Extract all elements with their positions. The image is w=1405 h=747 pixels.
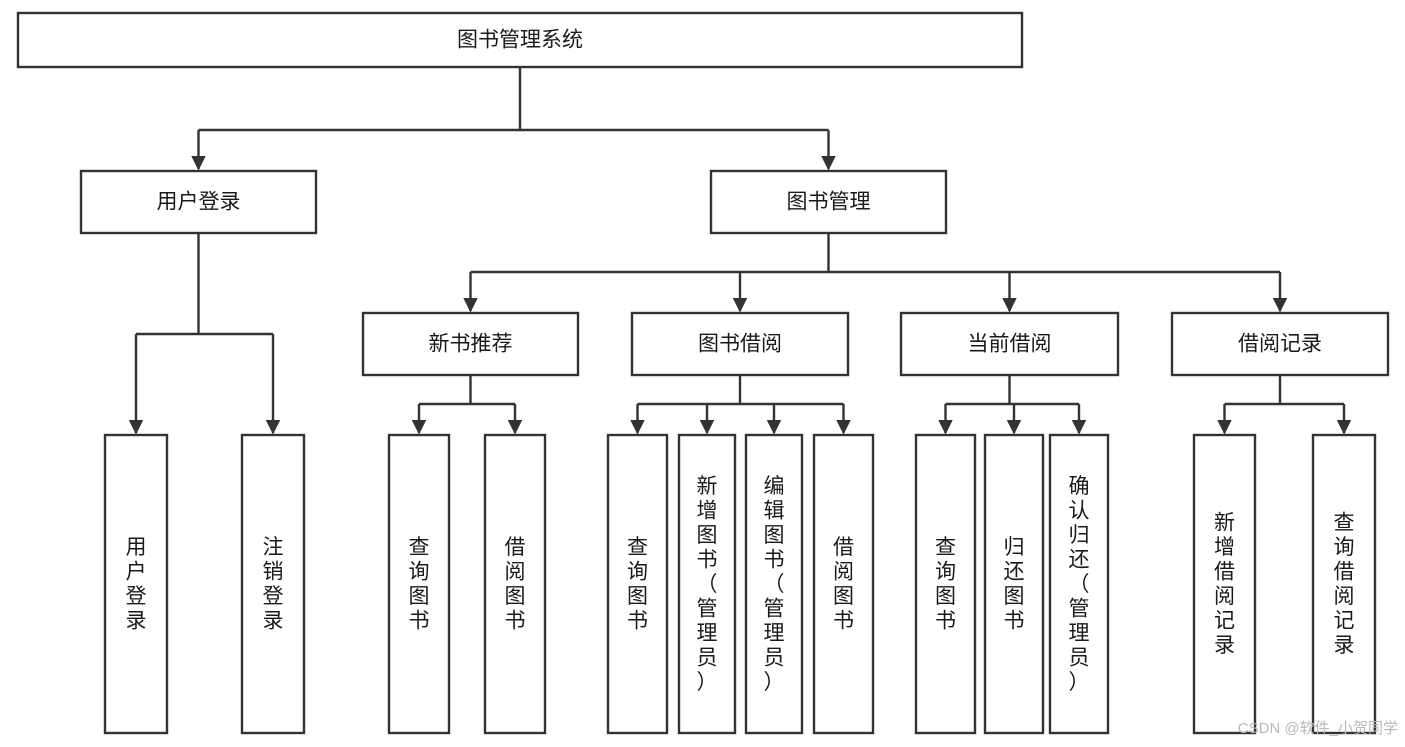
node-user-login[interactable]: 用户登录 <box>79 169 318 235</box>
node-box-user-login <box>79 169 318 235</box>
node-box-leaf-logout <box>240 433 306 735</box>
node-leaf-query-book-current[interactable]: 查询图书 <box>914 433 977 735</box>
node-leaf-return-book[interactable]: 归还图书 <box>983 433 1045 735</box>
node-box-root <box>16 11 1024 69</box>
node-box-new-book-recommend <box>361 311 580 377</box>
node-leaf-query-book-borrow[interactable]: 查询图书 <box>606 433 669 735</box>
node-label-current-borrow: 当前借阅 <box>968 333 1052 356</box>
node-label-leaf-borrow-book-recommend: 借阅图书 <box>505 536 526 633</box>
node-box-leaf-query-borrow-record <box>1311 433 1377 735</box>
node-label-leaf-return-book: 归还图书 <box>1004 536 1025 633</box>
node-leaf-query-borrow-record[interactable]: 查询借阅记录 <box>1311 433 1377 735</box>
node-leaf-borrow-book[interactable]: 借阅图书 <box>812 433 875 735</box>
node-box-leaf-query-book-borrow <box>606 433 669 735</box>
connectors-layer <box>128 67 1352 435</box>
node-box-book-borrow <box>630 311 850 377</box>
node-label-leaf-edit-book-admin: 编辑图书（管理员） <box>764 475 785 694</box>
node-leaf-edit-book-admin[interactable]: 编辑图书（管理员） <box>744 433 804 735</box>
node-box-leaf-query-book-current <box>914 433 977 735</box>
node-label-leaf-query-borrow-record: 查询借阅记录 <box>1334 512 1355 658</box>
node-leaf-add-borrow-record[interactable]: 新增借阅记录 <box>1192 433 1257 735</box>
node-leaf-borrow-book-recommend[interactable]: 借阅图书 <box>483 433 547 735</box>
node-box-leaf-query-book-recommend <box>387 433 451 735</box>
node-label-leaf-logout: 注销登录 <box>263 536 284 633</box>
node-label-leaf-borrow-book: 借阅图书 <box>833 536 854 633</box>
node-label-root: 图书管理系统 <box>457 29 583 52</box>
node-label-leaf-query-book-current: 查询图书 <box>935 536 956 633</box>
node-label-book-borrow: 图书借阅 <box>698 333 782 356</box>
node-label-leaf-add-book-admin: 新增图书（管理员） <box>697 475 718 694</box>
node-label-leaf-confirm-return-admin: 确认归还（管理员） <box>1069 475 1090 694</box>
node-box-leaf-edit-book-admin <box>744 433 804 735</box>
node-leaf-logout[interactable]: 注销登录 <box>240 433 306 735</box>
node-label-book-management: 图书管理 <box>787 191 871 214</box>
nodes-layer: 图书管理系统用户登录图书管理新书推荐图书借阅当前借阅借阅记录用户登录注销登录查询… <box>16 11 1390 735</box>
node-book-management[interactable]: 图书管理 <box>709 169 948 235</box>
csdn-watermark: CSDN @软件_小贺同学 <box>1238 720 1398 737</box>
node-root[interactable]: 图书管理系统 <box>16 11 1024 69</box>
node-book-borrow[interactable]: 图书借阅 <box>630 311 850 377</box>
node-new-book-recommend[interactable]: 新书推荐 <box>361 311 580 377</box>
node-box-leaf-add-borrow-record <box>1192 433 1257 735</box>
node-label-borrow-record: 借阅记录 <box>1238 333 1322 356</box>
node-label-user-login: 用户登录 <box>157 191 241 214</box>
node-box-leaf-add-book-admin <box>677 433 737 735</box>
node-box-leaf-borrow-book <box>812 433 875 735</box>
node-box-current-borrow <box>899 311 1120 377</box>
node-box-leaf-return-book <box>983 433 1045 735</box>
node-leaf-confirm-return-admin[interactable]: 确认归还（管理员） <box>1048 433 1110 735</box>
node-borrow-record[interactable]: 借阅记录 <box>1170 311 1390 377</box>
node-leaf-query-book-recommend[interactable]: 查询图书 <box>387 433 451 735</box>
node-leaf-user-login[interactable]: 用户登录 <box>103 433 169 735</box>
node-label-leaf-add-borrow-record: 新增借阅记录 <box>1214 512 1235 658</box>
node-box-leaf-borrow-book-recommend <box>483 433 547 735</box>
node-label-new-book-recommend: 新书推荐 <box>429 333 513 356</box>
node-box-book-management <box>709 169 948 235</box>
node-label-leaf-query-book-recommend: 查询图书 <box>409 536 430 633</box>
node-box-borrow-record <box>1170 311 1390 377</box>
node-box-leaf-confirm-return-admin <box>1048 433 1110 735</box>
node-label-leaf-query-book-borrow: 查询图书 <box>627 536 648 633</box>
node-label-leaf-user-login: 用户登录 <box>126 536 147 633</box>
node-current-borrow[interactable]: 当前借阅 <box>899 311 1120 377</box>
node-box-leaf-user-login <box>103 433 169 735</box>
node-leaf-add-book-admin[interactable]: 新增图书（管理员） <box>677 433 737 735</box>
